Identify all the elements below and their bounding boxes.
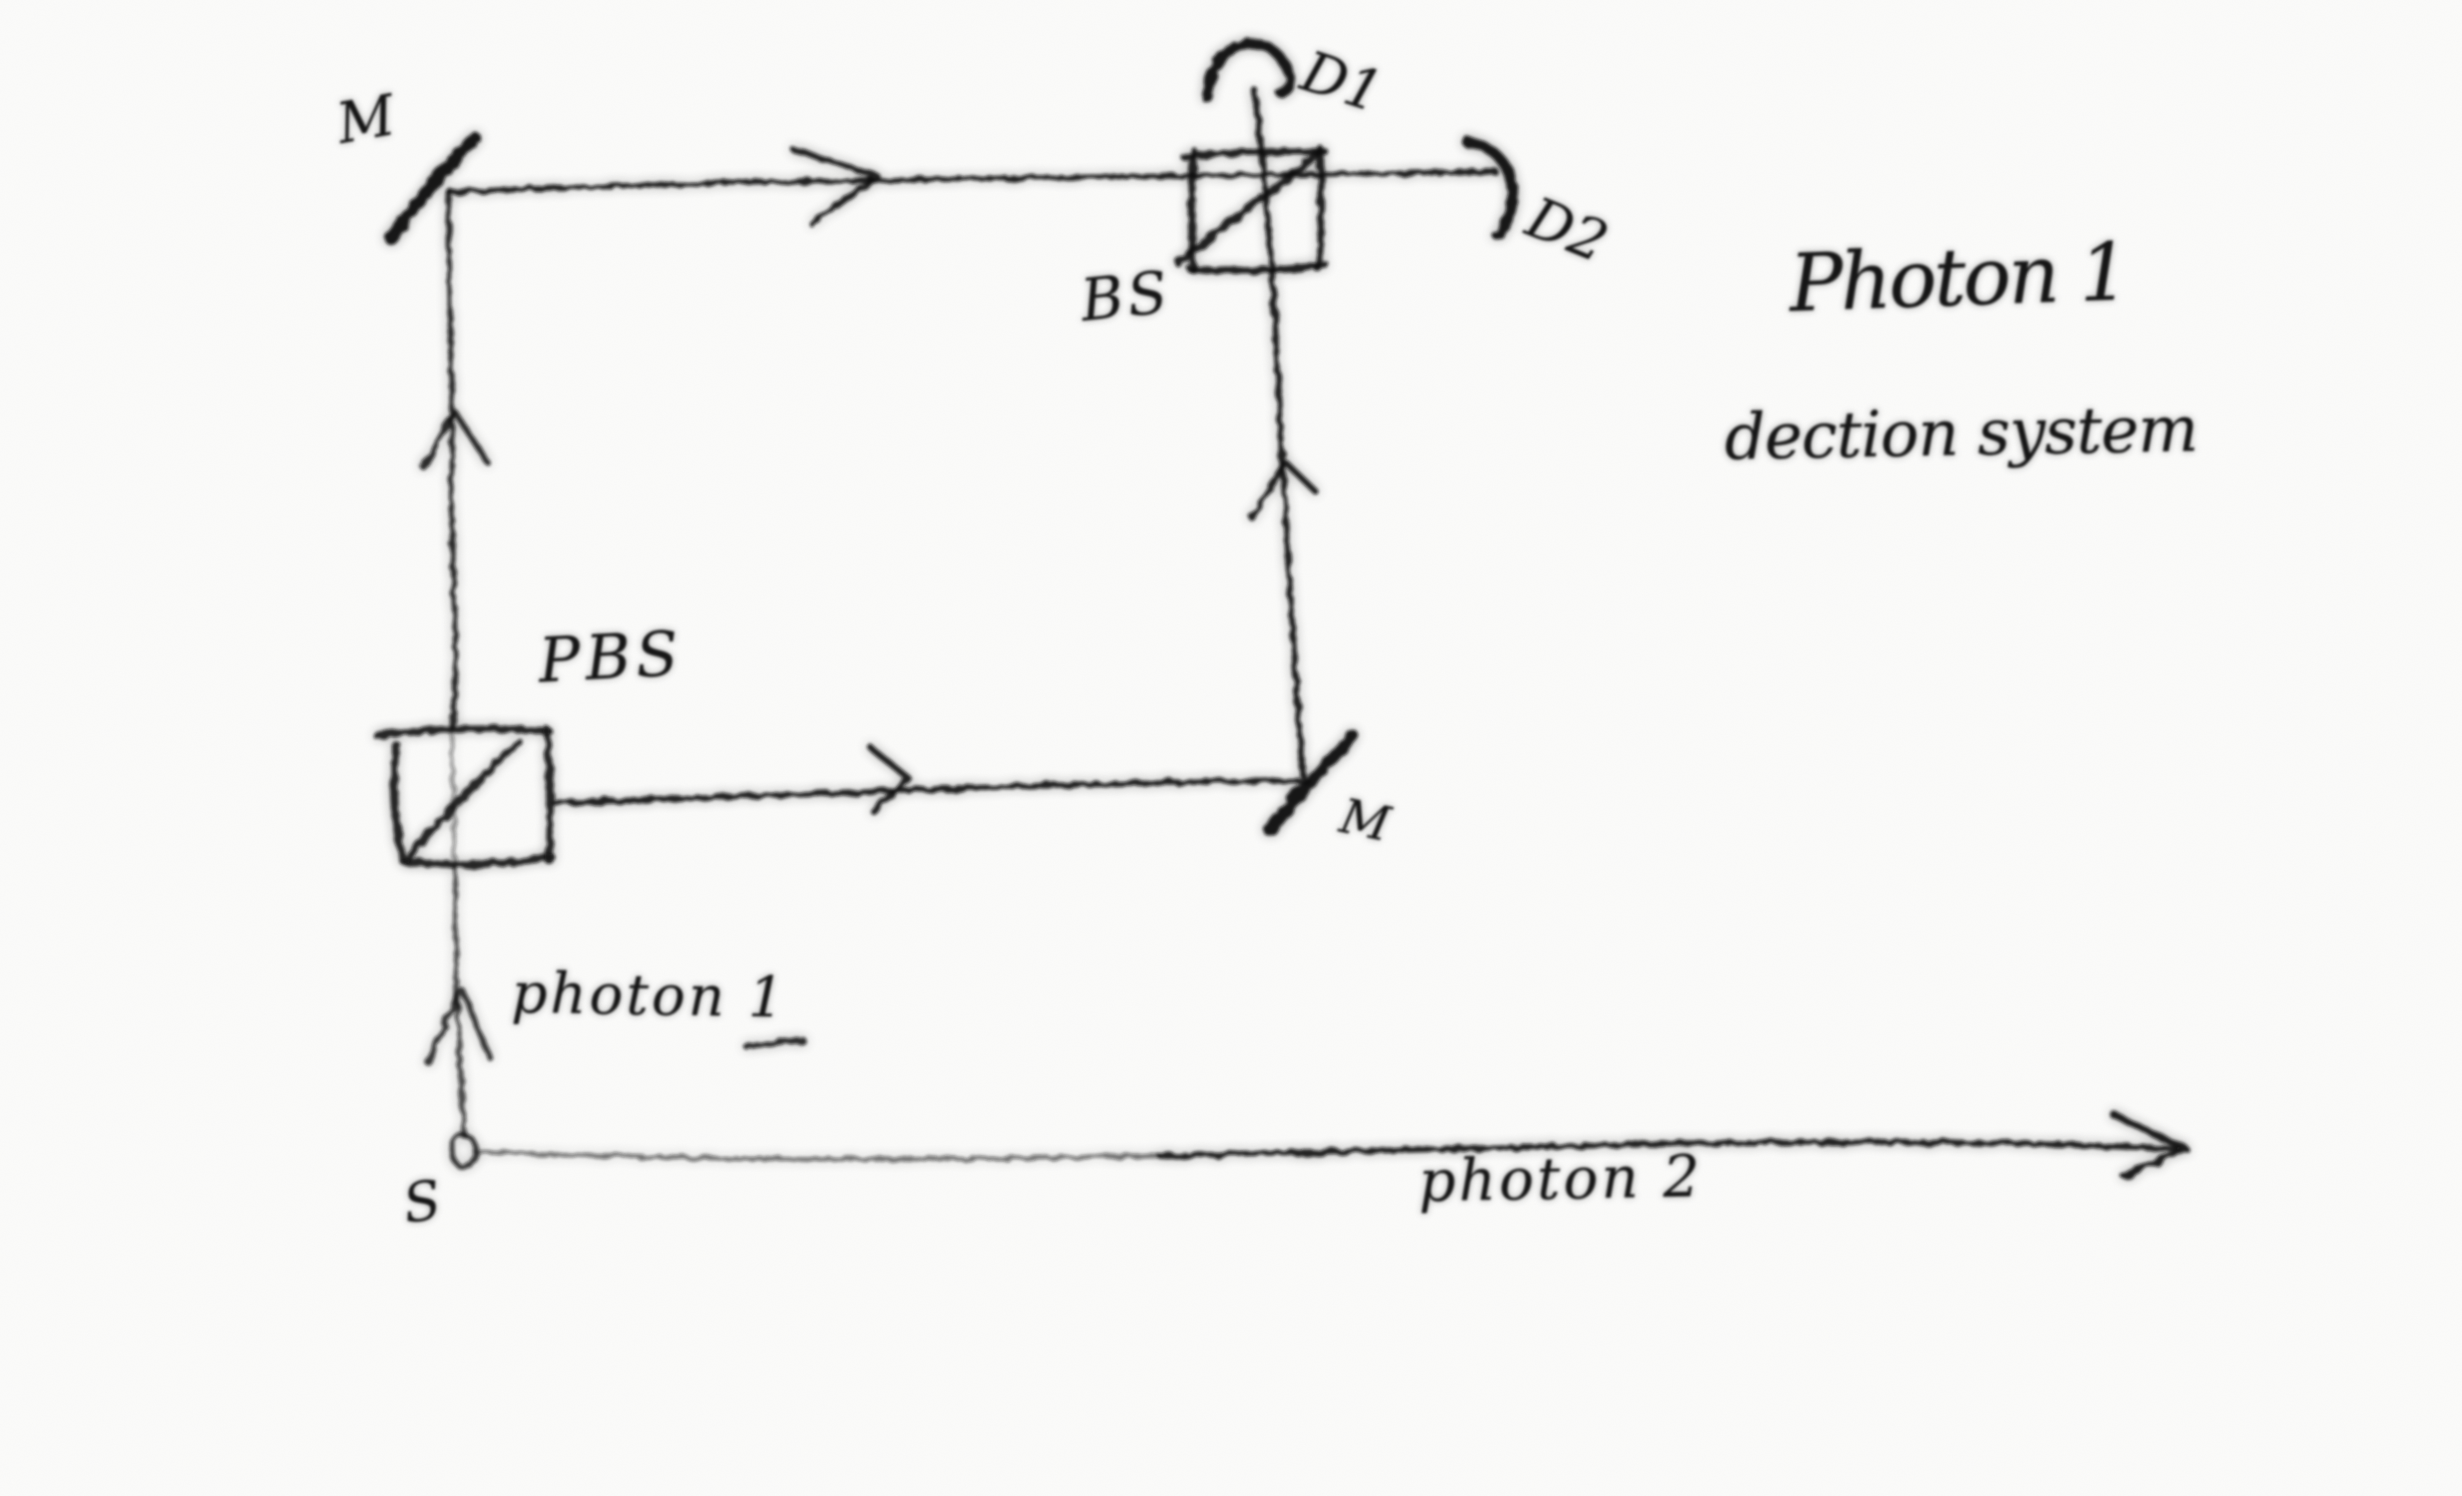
photon1-arrow-up-upper-icon (420, 409, 490, 470)
pbs-box-right-edge (542, 725, 554, 865)
photon1-arrow-up-lower-icon (424, 987, 493, 1065)
photon2-beam-label: photon 2 (1417, 1142, 1704, 1215)
beam-pbs-to-top-mirror (446, 187, 458, 730)
caption-line2: dection system (1723, 392, 2199, 475)
top-beam-arrow-right-icon (791, 147, 880, 227)
pbs-diagonal (403, 738, 523, 863)
detector2-arc (1462, 137, 1518, 241)
lower-beam-arrow-right-icon (869, 746, 911, 815)
beam-photon2-left-segment (475, 1149, 1163, 1162)
mirror-bottom-label: M (1335, 788, 1395, 854)
bs-box-top-edge (1180, 148, 1329, 161)
bs-box-right-edge (1314, 145, 1325, 273)
pbs-box-top-edge (373, 725, 553, 740)
pbs-box-bottom-edge (399, 853, 556, 869)
source-label: S (399, 1167, 445, 1236)
pbs-label: PBS (536, 616, 686, 697)
detector1-arc (1202, 38, 1296, 103)
bs-box-left-edge (1188, 147, 1198, 274)
right-beam-arrow-up-icon (1248, 460, 1319, 520)
source-circle (449, 1132, 479, 1170)
beam-inside-pbs (449, 724, 458, 872)
photon1-underline (743, 1037, 806, 1049)
pbs-box-left-edge (391, 740, 407, 865)
mirror-top-left (384, 131, 481, 245)
mirror-top-label: M (332, 83, 400, 158)
beam-photon2-right-segment (1157, 1139, 2181, 1159)
beam-source-to-pbs (452, 866, 467, 1137)
mirror-bottom-right (1263, 729, 1359, 837)
beam-top-mirror-to-d2 (446, 169, 1500, 195)
beam-pbs-to-right-mirror (551, 777, 1311, 806)
beam-right-mirror-to-d1 (1252, 87, 1306, 779)
photon2-arrow-right-icon (2108, 1110, 2190, 1180)
caption-line1: Photon 1 (1787, 225, 2129, 330)
bs-box-bottom-edge (1186, 261, 1330, 274)
bs-label: BS (1077, 257, 1175, 335)
photon1-beam-label: photon 1 (510, 961, 788, 1031)
bs-diagonal (1174, 149, 1323, 267)
